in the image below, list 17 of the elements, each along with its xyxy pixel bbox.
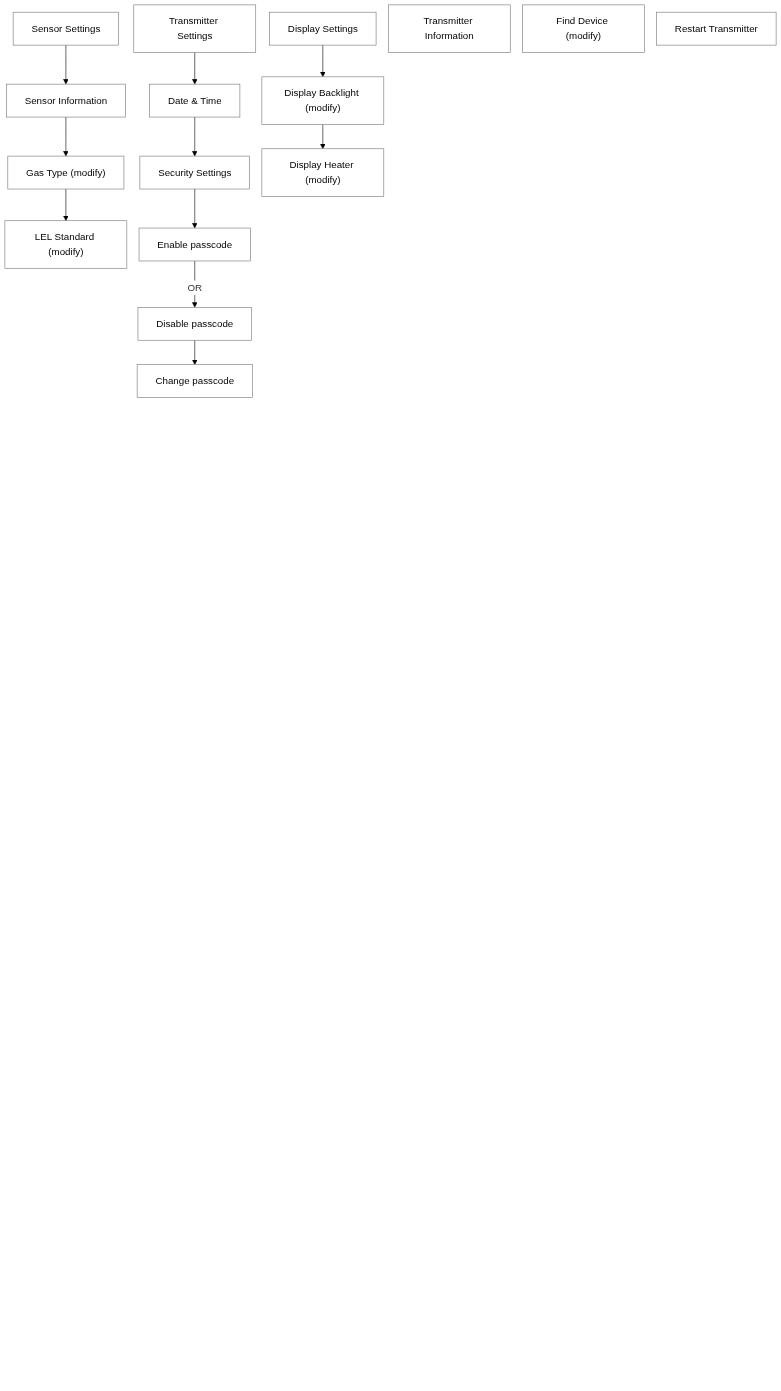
edge-label: OR: [187, 282, 203, 293]
node-box: Disable passcode: [137, 307, 252, 341]
node-box: Display Backlight (modify): [261, 76, 385, 125]
node-box: Enable passcode: [138, 227, 251, 262]
node-box: Sensor Settings: [12, 11, 119, 46]
node-box: Change passcode: [136, 364, 253, 398]
node-box: Transmitter Settings: [133, 4, 257, 53]
node-box: LEL Standard (modify): [4, 220, 128, 269]
node-box: Date & Time: [149, 83, 241, 118]
node-box: Find Device (modify): [522, 4, 645, 53]
node-box: Display Heater (modify): [261, 148, 385, 197]
node-box: Transmitter Information: [388, 4, 511, 53]
node-box: Display Settings: [269, 11, 377, 46]
node-box: Restart Transmitter: [656, 11, 777, 46]
node-box: Security Settings: [139, 155, 250, 190]
node-box: Gas Type (modify): [7, 155, 125, 190]
node-box: Sensor Information: [6, 83, 126, 118]
